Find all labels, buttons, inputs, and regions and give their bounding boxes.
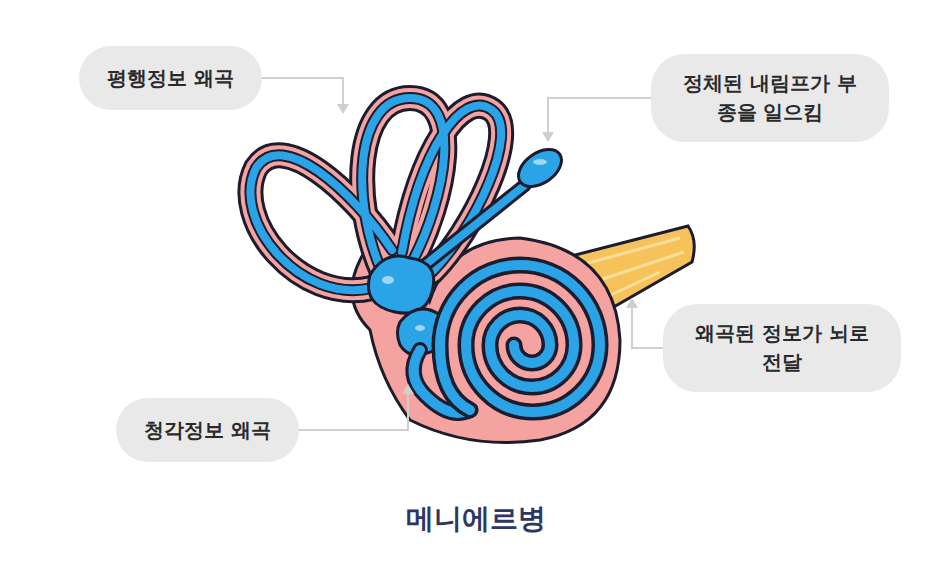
callout-text: 청각정보 왜곡 bbox=[144, 416, 271, 445]
highlight bbox=[382, 159, 547, 331]
leader-line bbox=[262, 78, 343, 106]
callout-pill: 청각정보 왜곡 bbox=[116, 398, 299, 462]
utricle bbox=[368, 256, 433, 313]
leader-arrowhead bbox=[626, 298, 638, 308]
leader-arrowhead bbox=[337, 104, 349, 114]
leader-arrowhead bbox=[542, 132, 554, 142]
callout-pill: 왜곡된 정보가 뇌로 전달 bbox=[663, 304, 901, 392]
leader-arrowhead bbox=[402, 384, 414, 394]
callout-text: 왜곡된 정보가 뇌로 전달 bbox=[691, 319, 873, 377]
leader-line bbox=[548, 98, 651, 134]
cochlear-spiral bbox=[440, 265, 600, 412]
leader-line bbox=[299, 392, 408, 430]
callout-pill: 정체된 내림프가 부종을 일으킴 bbox=[651, 54, 889, 142]
endolymphatic-sac bbox=[512, 142, 569, 194]
endolymphatic-duct bbox=[425, 185, 525, 265]
cochlea-body bbox=[352, 238, 620, 443]
diagram-title: 메니에르병 bbox=[0, 500, 951, 538]
leader-line bbox=[632, 306, 663, 348]
endolymphatic-duct bbox=[425, 185, 525, 265]
callout-pill: 평행정보 왜곡 bbox=[79, 46, 262, 110]
semicircular-canals bbox=[250, 98, 501, 290]
callout-text: 평행정보 왜곡 bbox=[107, 64, 234, 93]
callout-text: 정체된 내림프가 부종을 일으킴 bbox=[679, 69, 861, 127]
